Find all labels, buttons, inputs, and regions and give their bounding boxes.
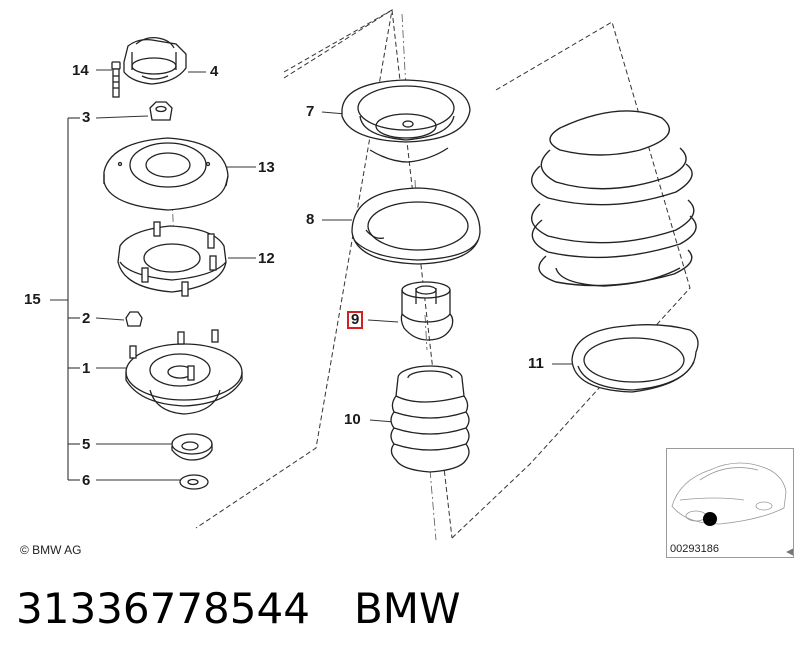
part-3-nut xyxy=(149,101,173,121)
label-8[interactable]: 8 xyxy=(306,211,315,228)
part-5-washer xyxy=(171,433,213,461)
part-13-plate xyxy=(103,137,229,211)
part-10-dust-boot xyxy=(390,365,470,473)
label-1[interactable]: 1 xyxy=(82,360,91,377)
footer-caption: 31336778544 BMW xyxy=(16,584,461,633)
part-6-washer xyxy=(179,474,209,490)
group-bracket-15 xyxy=(50,117,80,481)
image-number: 00293186 xyxy=(670,543,719,555)
label-9-highlighted[interactable]: 9 xyxy=(347,311,364,329)
group-frame-right xyxy=(451,21,691,539)
label-14[interactable]: 14 xyxy=(72,62,89,79)
part-14-bolt xyxy=(111,61,121,98)
label-10[interactable]: 10 xyxy=(344,411,361,428)
thumbnail-corner-mark xyxy=(786,548,794,556)
label-3[interactable]: 3 xyxy=(82,109,91,126)
part-7-spring-seat xyxy=(341,79,471,163)
part-1-mount xyxy=(125,329,243,415)
part-11-coil-spring xyxy=(531,110,697,287)
label-4[interactable]: 4 xyxy=(210,63,219,80)
part-11-lower-pad xyxy=(571,324,699,393)
part-9-bump-stop xyxy=(400,281,454,341)
leader-lines xyxy=(95,69,574,481)
part-number: 31336778544 xyxy=(16,584,310,633)
location-marker-dot xyxy=(703,512,717,526)
label-7[interactable]: 7 xyxy=(306,103,315,120)
car-location-thumbnail xyxy=(671,462,787,525)
label-13[interactable]: 13 xyxy=(258,159,275,176)
part-4-cap xyxy=(123,36,187,85)
label-11[interactable]: 11 xyxy=(528,355,544,372)
label-2[interactable]: 2 xyxy=(82,310,91,327)
copyright-text: © BMW AG xyxy=(20,543,82,557)
label-5[interactable]: 5 xyxy=(82,436,91,453)
part-2-nut xyxy=(125,311,143,327)
label-6[interactable]: 6 xyxy=(82,472,91,489)
label-15[interactable]: 15 xyxy=(24,291,41,308)
thumbnail-frame xyxy=(666,448,794,558)
part-8-spring-pad xyxy=(351,187,481,265)
part-12-bracket xyxy=(117,221,227,297)
label-12[interactable]: 12 xyxy=(258,250,275,267)
brand-name: BMW xyxy=(353,584,461,633)
